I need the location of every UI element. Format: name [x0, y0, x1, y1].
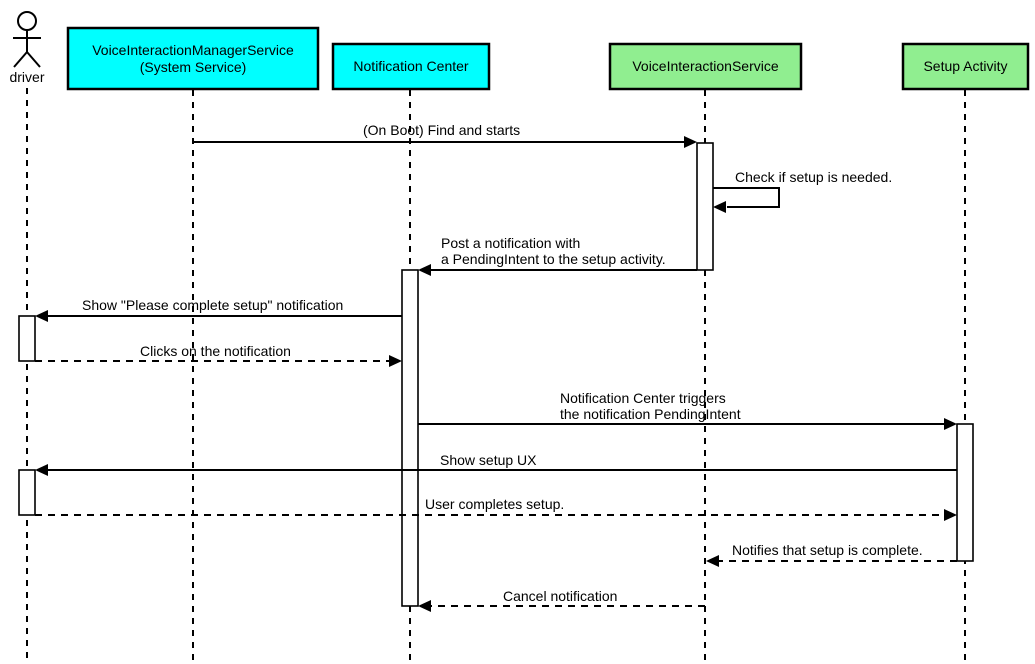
participant-subtitle: (System Service) — [139, 58, 247, 75]
actor-icon — [13, 11, 41, 68]
message-arrow-notifies-that-setup-is-complete — [706, 555, 957, 567]
message-label-notifies-that-setup-is-complete: Notifies that setup is complete. — [732, 542, 923, 558]
message-label-line1: Notification Center triggers — [560, 390, 726, 406]
message-label-post-a-notification: Post a notification with a PendingIntent… — [441, 235, 666, 267]
activation-voiceinteractionservice — [696, 142, 714, 271]
participant-box-notification-center — [331, 42, 491, 91]
message-arrow-user-completes-setup — [35, 509, 957, 521]
activation-notification-center — [401, 269, 419, 607]
participant-name: VoiceInteractionManagerService — [92, 41, 294, 58]
message-arrow-post-a-notification — [418, 264, 697, 276]
activation-driver-2 — [18, 469, 36, 516]
message-label-show-setup-ux: Show setup UX — [440, 452, 537, 468]
message-label-clicks-on-the-notification: Clicks on the notification — [140, 343, 291, 359]
participant-label-notification-center: Notification Center — [333, 44, 489, 89]
message-label-notification-center-triggers-pendingintent: Notification Center triggers the notific… — [560, 390, 741, 422]
message-label-check-if-setup-is-needed: Check if setup is needed. — [735, 169, 893, 185]
message-label-line2: the notification PendingIntent — [560, 406, 741, 422]
activation-setup-activity — [956, 423, 974, 562]
actor-label-driver: driver — [9, 69, 45, 85]
message-arrow-check-if-setup-is-needed — [713, 187, 780, 213]
participant-name: Setup Activity — [923, 58, 1008, 74]
message-label-cancel-notification: Cancel notification — [503, 588, 618, 604]
message-arrow-show-please-complete-setup-notification — [35, 310, 402, 322]
message-label-show-please-complete-setup-notification: Show "Please complete setup" notificatio… — [82, 297, 344, 313]
message-arrow-notification-center-triggers-pendingintent — [418, 418, 957, 430]
message-arrow-clicks-on-the-notification — [35, 355, 402, 367]
participant-box-voiceinteractionmanagerservice — [66, 26, 320, 91]
message-label-line1: Post a notification with — [441, 235, 581, 251]
participant-label-voiceinteractionmanagerservice: VoiceInteractionManagerService (System S… — [68, 28, 318, 89]
participant-name: VoiceInteractionService — [632, 58, 779, 74]
message-arrow-cancel-notification — [418, 600, 705, 612]
message-label-line2: a PendingIntent to the setup activity. — [441, 251, 666, 267]
participant-label-setup-activity: Setup Activity — [903, 44, 1028, 89]
participant-label-voiceinteractionservice: VoiceInteractionService — [610, 44, 801, 89]
participant-box-setup-activity — [901, 42, 1030, 91]
message-label-user-completes-setup: User completes setup. — [425, 496, 565, 512]
activation-driver-1 — [18, 315, 36, 362]
participant-box-voiceinteractionservice — [608, 42, 803, 91]
message-label-on-boot-find-and-starts: (On Boot) Find and starts — [363, 122, 521, 138]
message-arrow-show-setup-ux — [35, 464, 957, 476]
participant-name: Notification Center — [353, 58, 469, 74]
message-arrow-on-boot-find-and-starts — [193, 136, 697, 148]
